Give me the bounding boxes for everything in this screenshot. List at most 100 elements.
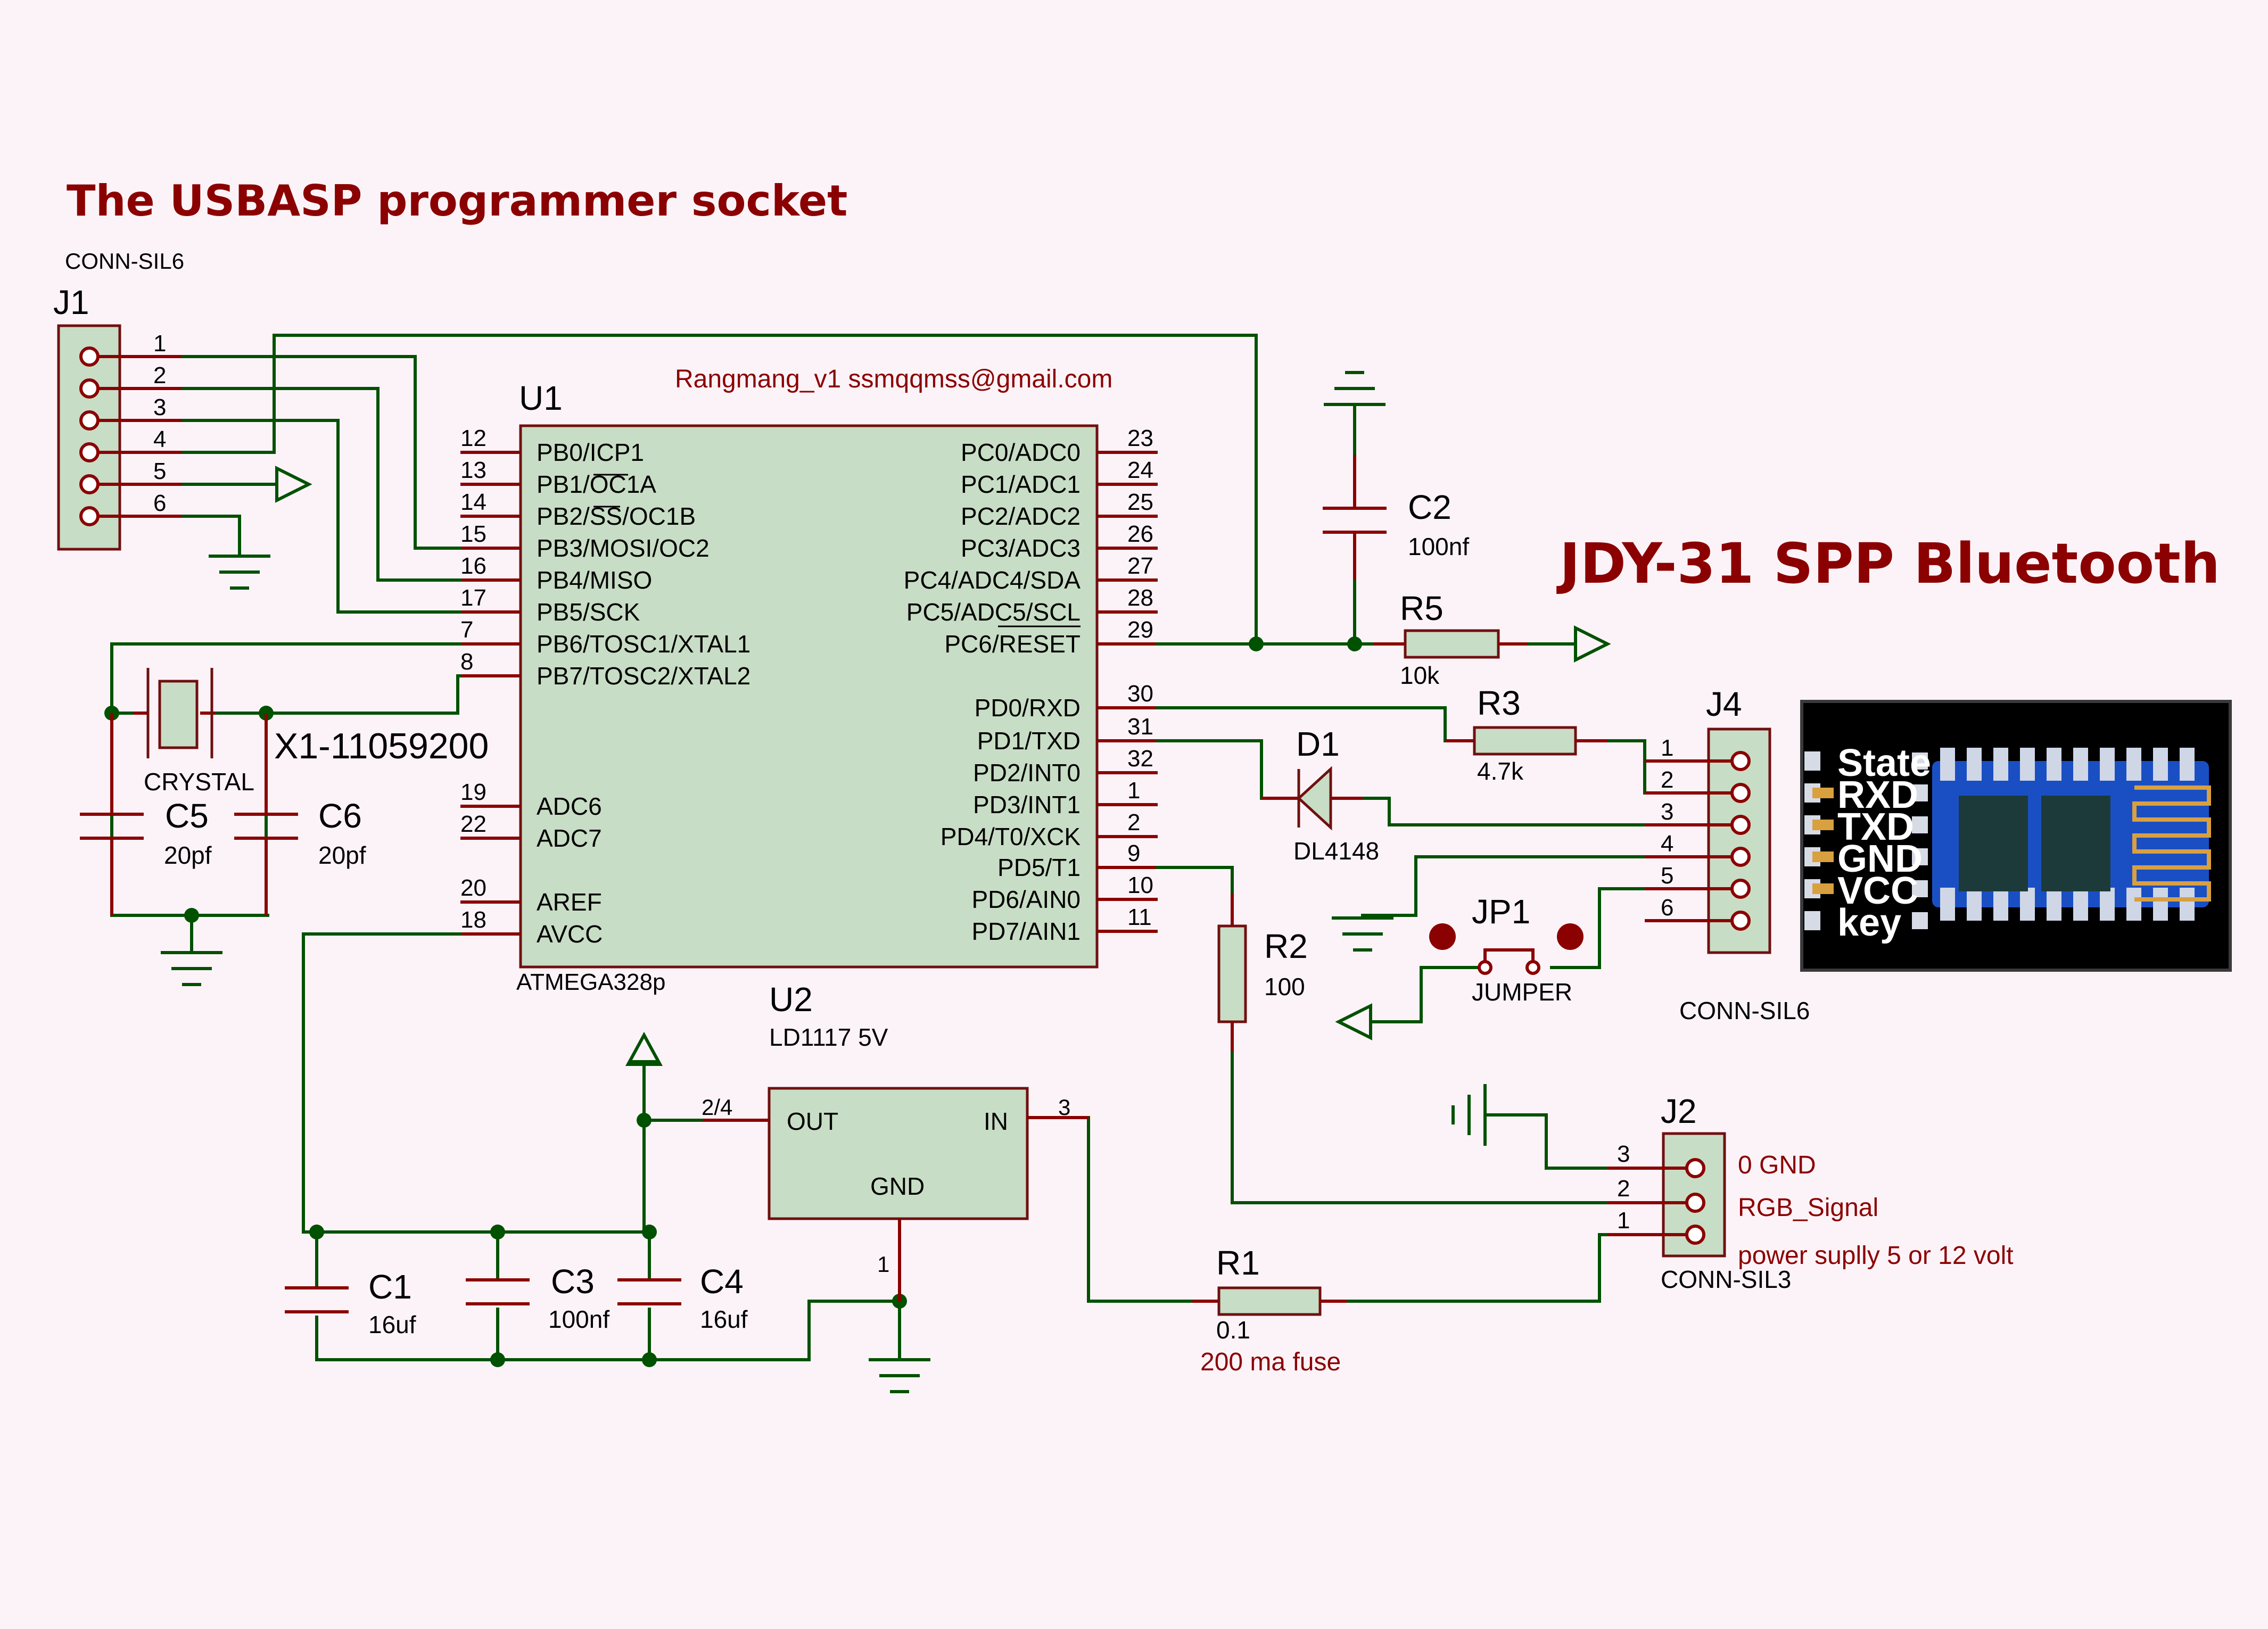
module-bottom-pad (2047, 888, 2061, 921)
module-top-pad (2153, 748, 2168, 781)
c6-value: 20pf (318, 841, 366, 869)
u1-ref: U1 (519, 379, 563, 417)
c5-value: 20pf (164, 841, 212, 869)
u1-right-pin-number: 11 (1127, 904, 1152, 930)
module-pin-label: TXD (1837, 806, 1914, 848)
j4-pin-number: 2 (1661, 767, 1673, 793)
module-pin-label: State (1837, 742, 1931, 784)
j4-ref: J4 (1706, 685, 1742, 723)
u1-left-pin-name: PB6/TOSC1/XTAL1 (537, 630, 750, 658)
j4-pin-number: 6 (1661, 895, 1673, 921)
u2-num-out: 2/4 (702, 1095, 732, 1120)
resistor-r5: R5 10k (1373, 589, 1528, 689)
module-edge-pad (1912, 880, 1928, 897)
j2-ref: J2 (1661, 1092, 1697, 1130)
u1-right-pin-number: 23 (1127, 425, 1153, 451)
j1-pin-socket (79, 346, 100, 367)
c2-ref: C2 (1408, 488, 1451, 526)
u1-right-pin-number: 24 (1127, 457, 1153, 483)
module-top-pad (2100, 748, 2115, 781)
module-pin-label: VCC (1837, 870, 1918, 912)
u1-right-pin-number: 32 (1127, 746, 1153, 772)
c5-ref: C5 (165, 797, 209, 835)
u1-right-pin-name: PD0/RXD (975, 694, 1081, 722)
diode-d1: D1 DL4148 (1261, 725, 1379, 865)
r5-ref: R5 (1400, 589, 1444, 627)
u1-right-pin-name: PC1/ADC1 (961, 470, 1081, 498)
u1-left-pin-number: 18 (460, 907, 486, 933)
module-edge-pad (1804, 751, 1820, 771)
c4-ref: C4 (700, 1262, 744, 1301)
u1-left-pin-name: AVCC (537, 920, 603, 948)
r3-value: 4.7k (1477, 757, 1524, 785)
bluetooth-title: JDY-31 SPP Bluetooth (1556, 531, 2220, 596)
u1-right-pin-name: PD6/AIN0 (971, 886, 1081, 913)
u1-right-pin-number: 28 (1127, 585, 1153, 611)
u2-pin-gnd: GND (870, 1172, 925, 1200)
j4-pin-socket (1730, 911, 1751, 931)
j1-pin-socket (79, 474, 100, 494)
j1-type: CONN-SIL6 (65, 249, 184, 274)
u2-pin-out: OUT (787, 1107, 838, 1135)
u1-right-pin-number: 9 (1127, 840, 1140, 866)
j2-pin-socket (1685, 1158, 1705, 1178)
resistor-r3: R3 4.7k (1445, 684, 1607, 785)
u1-right-pin-number: 31 (1127, 714, 1153, 740)
u1-left-pin-number: 16 (460, 553, 486, 579)
j2-pin-label: power suplly 5 or 12 volt (1738, 1242, 2014, 1270)
u1-left-pin-number: 12 (460, 425, 486, 451)
regulator-u2: U2 LD1117 5V OUT IN GND 2/4 3 1 (702, 980, 1088, 1301)
u2-part: LD1117 5V (769, 1023, 888, 1051)
capacitor-c6: C6 20pf (234, 713, 366, 915)
author-note: Rangmang_v1 ssmqqmss@gmail.com (675, 365, 1112, 393)
u1-right-pin-name: PD1/TXD (977, 727, 1081, 755)
crystal-type: CRYSTAL (144, 768, 254, 796)
module-top-pad (2180, 748, 2195, 781)
module-top-pad (2047, 748, 2061, 781)
u1-left-pin-number: 22 (460, 811, 486, 837)
c1-ref: C1 (368, 1268, 412, 1306)
u1-part: ATMEGA328p (516, 969, 665, 995)
j4-pin-number: 4 (1661, 831, 1673, 857)
module-bottom-pad (2020, 888, 2035, 921)
j1-pin-socket (79, 410, 100, 431)
j4-pin-number: 3 (1661, 799, 1673, 825)
u2-pin-in: IN (984, 1107, 1008, 1135)
jp1-type: JUMPER (1472, 978, 1572, 1006)
module-bottom-pad (2073, 888, 2088, 921)
u1-left-pin-number: 14 (460, 489, 486, 515)
j4-pin-number: 1 (1661, 735, 1673, 761)
u1-left-pin-number: 15 (460, 521, 486, 547)
module-edge-pad (1912, 816, 1928, 833)
d1-value: DL4148 (1293, 837, 1379, 865)
j4-type: CONN-SIL6 (1679, 997, 1810, 1024)
module-top-pad (2073, 748, 2088, 781)
module-top-pad (1940, 748, 1955, 781)
u1-left-pin-number: 13 (460, 457, 486, 483)
j1-pin-number: 6 (153, 490, 166, 516)
jp1-ref: JP1 (1472, 892, 1530, 931)
u1-right-pin-name: PC4/ADC4/SDA (904, 566, 1081, 594)
u1-left-pin-number: 19 (460, 779, 486, 805)
j2-pin-label: RGB_Signal (1738, 1194, 1878, 1222)
crystal-x1: X1-11059200 CRYSTAL (133, 668, 489, 796)
module-bottom-pad (2126, 888, 2141, 921)
u1-right-pin-name: PC3/ADC3 (961, 534, 1081, 562)
u1-left-pin-name: PB0/ICP1 (537, 439, 644, 466)
u1-right-pin-number: 27 (1127, 553, 1153, 579)
r1-value: 0.1 (1216, 1316, 1250, 1344)
capacitor-c2: C2 100nf (1323, 455, 1469, 580)
c6-ref: C6 (318, 797, 362, 835)
module-bottom-pad (1993, 888, 2008, 921)
module-pin-label: RXD (1837, 774, 1918, 816)
u1-left-pin-name: PB3/MOSI/OC2 (537, 534, 710, 562)
j1-pin-number: 1 (153, 330, 166, 357)
r2-value: 100 (1264, 973, 1305, 1000)
u1-left-pin-name: ADC7 (537, 824, 602, 852)
j2-pin-number: 1 (1617, 1208, 1630, 1234)
u1-right-pin-number: 26 (1127, 521, 1153, 547)
u1-left-pin-name: PB7/TOSC2/XTAL2 (537, 662, 750, 690)
module-pin-label: key (1837, 902, 1901, 944)
